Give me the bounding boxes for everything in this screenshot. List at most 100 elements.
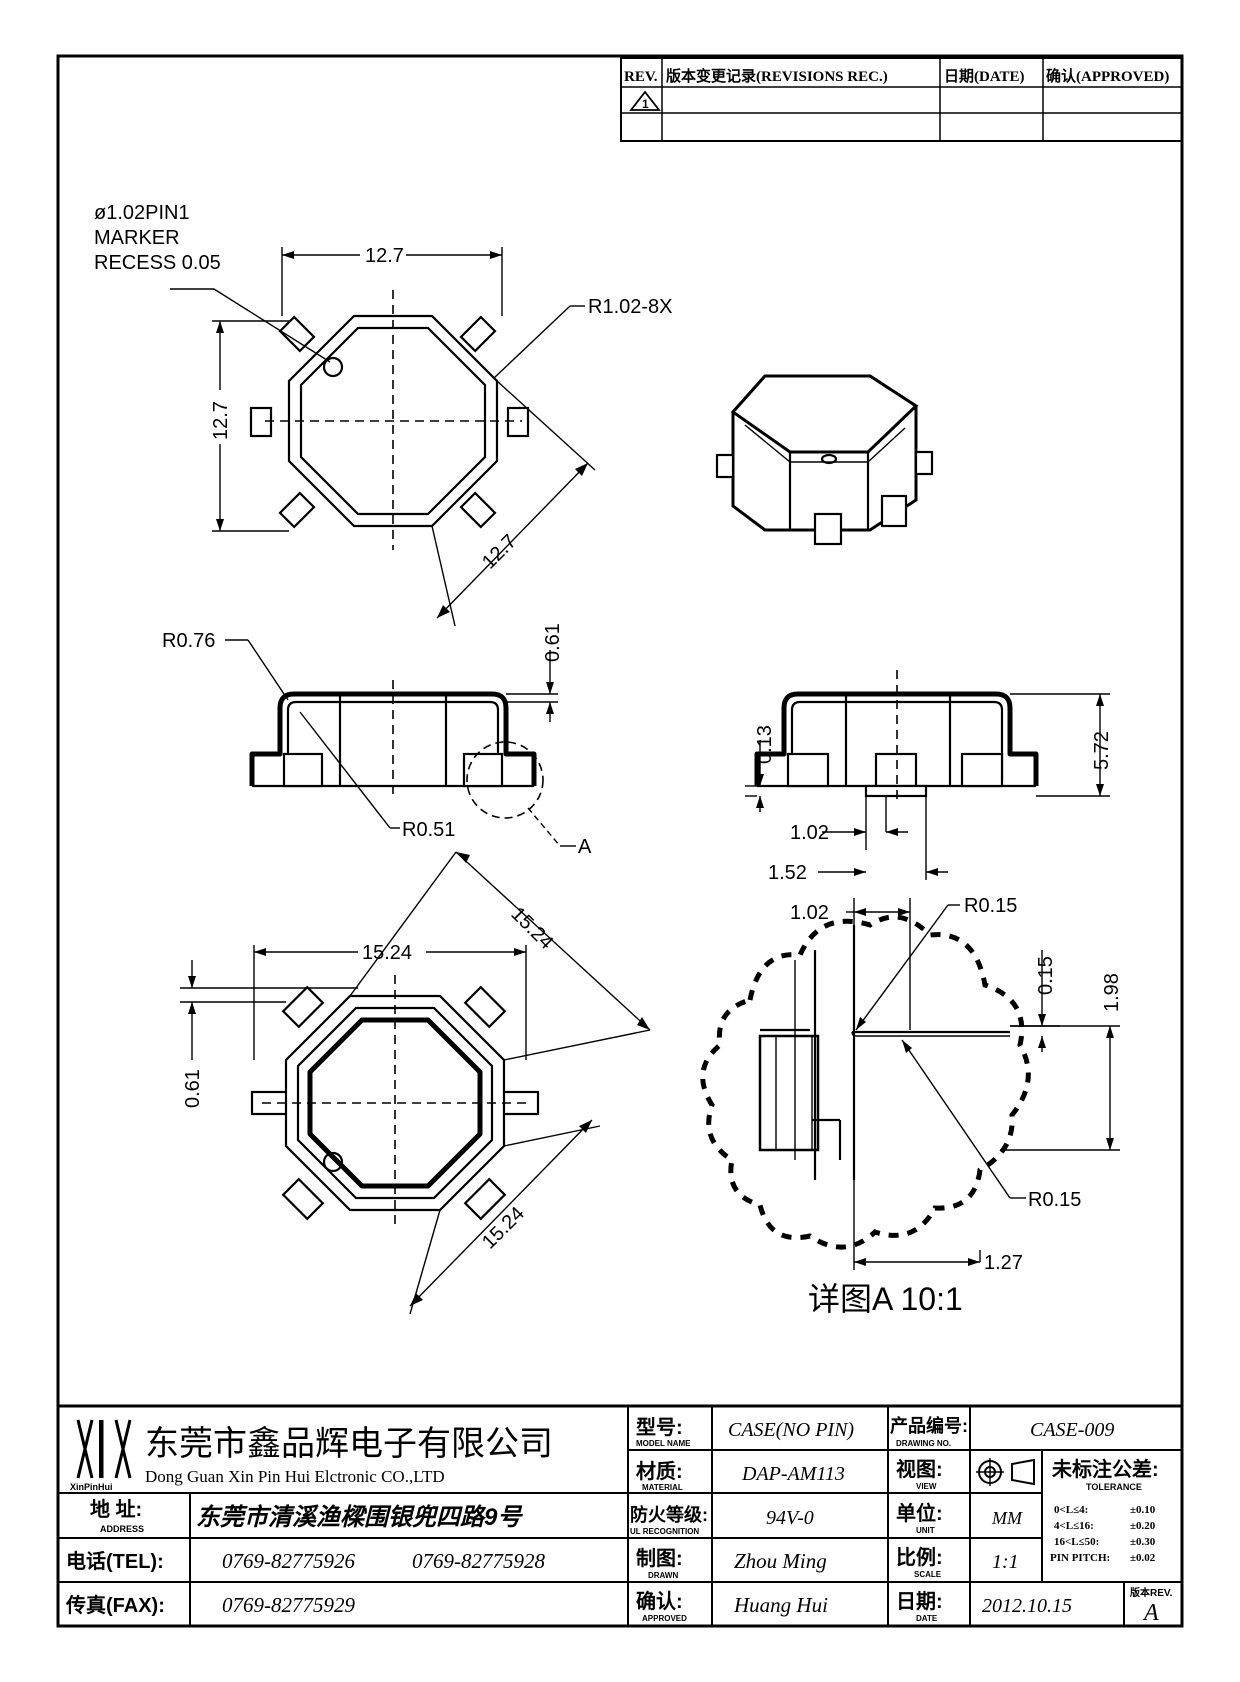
side-left-outer-radius: R0.76	[162, 630, 215, 652]
address-label-en: ADDRESS	[100, 1524, 144, 1534]
tel-label: 电话(TEL):	[66, 1550, 164, 1573]
drawn-value: Zhou Ming	[734, 1549, 827, 1573]
ul-label: 防火等级:	[630, 1504, 708, 1525]
tolerance-value-2: ±0.20	[1130, 1520, 1156, 1532]
scale-value: 1:1	[992, 1551, 1019, 1573]
address-label: 地 址:	[90, 1498, 142, 1521]
ul-value: 94V-0	[766, 1507, 814, 1529]
address-value: 东莞市清溪渔樑围银兜四路9号	[196, 1504, 523, 1531]
detail-a-reference: A	[578, 836, 592, 858]
top-view-width-dim: 12.7	[365, 245, 404, 267]
side-left-inner-radius: R0.51	[402, 819, 455, 841]
top-view: 12.7 12.7 12.7 ø1.02PIN1 MARKER RECESS 0…	[94, 202, 673, 627]
bottom-view-diagonal-top-dim: 15.24	[506, 903, 557, 954]
revision-triangle-number: 1	[642, 97, 649, 111]
revision-triangle-icon	[629, 90, 661, 111]
detail-a-step-dim: 0.15	[1035, 956, 1057, 995]
drawing-no-label: 产品编号:	[890, 1415, 968, 1436]
approved-value: Huang Hui	[733, 1593, 828, 1617]
side-view-right: 5.72 0.13 1.02 1.52	[745, 670, 1113, 884]
scale-label-en: SCALE	[914, 1570, 942, 1579]
side-right-height-dim: 5.72	[1091, 731, 1113, 770]
company-name-en: Dong Guan Xin Pin Hui Elctronic CO.,LTD	[145, 1467, 445, 1486]
tolerance-label-en: TOLERANCE	[1086, 1482, 1142, 1492]
tel-value-1: 0769-82775926	[222, 1549, 355, 1573]
pin1-marker-line3: RECESS 0.05	[94, 252, 221, 274]
pin1-marker-line2: MARKER	[94, 227, 180, 249]
isometric-view	[715, 374, 934, 546]
rev-header-approved: 确认(APPROVED)	[1046, 67, 1169, 85]
top-view-pin-right	[506, 406, 530, 438]
detail-a-radius-top: R0.15	[964, 895, 1017, 917]
drawing-no-label-en: DRAWING NO.	[896, 1439, 951, 1448]
company-name-cn: 东莞市鑫品辉电子有限公司	[145, 1425, 553, 1463]
pin1-marker-circle	[322, 356, 344, 378]
rev-header-date: 日期(DATE)	[944, 67, 1025, 85]
tolerance-range-2: 4<L≤16:	[1054, 1520, 1094, 1532]
top-view-pin-ur	[459, 315, 497, 353]
rev-header-rev: REV.	[624, 69, 658, 85]
top-view-pin-lr	[459, 491, 497, 529]
tolerance-value-3: ±0.30	[1130, 1536, 1156, 1548]
date-value: 2012.10.15	[982, 1595, 1072, 1617]
detail-a-depth-dim: 1.27	[984, 1252, 1023, 1274]
side-right-pin-pitch-dim: 1.52	[768, 862, 807, 884]
detail-a-caption: 详图A 10:1	[808, 1281, 963, 1317]
view-label-en: VIEW	[916, 1482, 937, 1491]
top-view-pin-ul	[278, 315, 316, 353]
side-right-offset-dim: 0.13	[754, 725, 776, 764]
unit-label: 单位:	[896, 1501, 943, 1525]
top-view-pin-left	[249, 406, 273, 438]
material-label: 材质:	[636, 1460, 683, 1483]
title-block: XinPinHui 东莞市鑫品辉电子有限公司 Dong Guan Xin Pin…	[56, 1404, 1184, 1628]
bottom-view-offset-dim: 0.61	[182, 1069, 204, 1108]
tolerance-range-4: PIN PITCH:	[1050, 1552, 1110, 1564]
company-logo-icon	[76, 1419, 132, 1479]
top-view-pin-ll	[278, 491, 316, 529]
detail-a-width-dim: 1.02	[790, 902, 829, 924]
drawing-no-value: CASE-009	[1030, 1419, 1114, 1441]
date-label: 日期:	[896, 1590, 943, 1613]
projection-symbol-icon	[976, 1458, 1035, 1486]
model-label: 型号:	[636, 1416, 683, 1439]
tolerance-label: 未标注公差:	[1052, 1457, 1159, 1481]
fax-value: 0769-82775929	[222, 1593, 355, 1617]
rev-header-record: 版本变更记录(REVISIONS REC.)	[666, 67, 888, 85]
side-view-left: 0.61 R0.76 R0.51 A	[162, 623, 592, 858]
detail-a-height-dim: 1.98	[1101, 973, 1123, 1012]
tel-value-2: 0769-82775928	[412, 1549, 545, 1573]
top-view-inner-outline	[299, 326, 487, 516]
drawn-label: 制图:	[636, 1547, 683, 1570]
detail-a-radius-bottom: R0.15	[1028, 1189, 1081, 1211]
rev-value: A	[1142, 1600, 1159, 1626]
model-value: CASE(NO PIN)	[728, 1419, 854, 1441]
unit-value: MM	[991, 1508, 1023, 1528]
approved-label: 确认:	[636, 1589, 683, 1613]
detail-a-view: 1.02 R0.15 0.15 1.98 R0.15 1.27 详图A 10:1	[700, 895, 1123, 1317]
drawn-label-en: DRAWN	[648, 1571, 678, 1580]
tolerance-range-3: 16<L≤50:	[1054, 1536, 1099, 1548]
ul-label-en: UL RECOGNITION	[630, 1527, 699, 1536]
top-view-height-dim: 12.7	[210, 401, 232, 440]
bottom-view: 15.24 0.61 15.24 15.24	[180, 851, 651, 1315]
sheet-border	[56, 54, 1184, 1628]
rev-label: 版本REV.	[1130, 1586, 1173, 1599]
material-label-en: MATERIAL	[642, 1483, 683, 1492]
revision-table: REV. 版本变更记录(REVISIONS REC.) 日期(DATE) 确认(…	[620, 57, 1183, 142]
side-left-thickness-dim: 0.61	[542, 623, 564, 662]
top-view-corner-radius: R1.02-8X	[588, 296, 673, 318]
tolerance-value-4: ±0.02	[1130, 1552, 1156, 1564]
tolerance-value-1: ±0.10	[1130, 1504, 1156, 1516]
approved-label-en: APPROVED	[642, 1614, 687, 1623]
pin1-marker-line1: ø1.02PIN1	[94, 202, 190, 224]
model-label-en: MODEL NAME	[636, 1439, 691, 1448]
fax-label: 传真(FAX):	[65, 1593, 165, 1617]
scale-label: 比例:	[896, 1545, 943, 1569]
top-view-diagonal-dim: 12.7	[478, 530, 521, 573]
tolerance-range-1: 0<L≤4:	[1054, 1504, 1088, 1516]
logo-caption: XinPinHui	[70, 1482, 113, 1492]
bottom-view-width-dim: 15.24	[362, 942, 412, 964]
view-label: 视图:	[896, 1458, 943, 1481]
date-label-en: DATE	[916, 1614, 938, 1623]
